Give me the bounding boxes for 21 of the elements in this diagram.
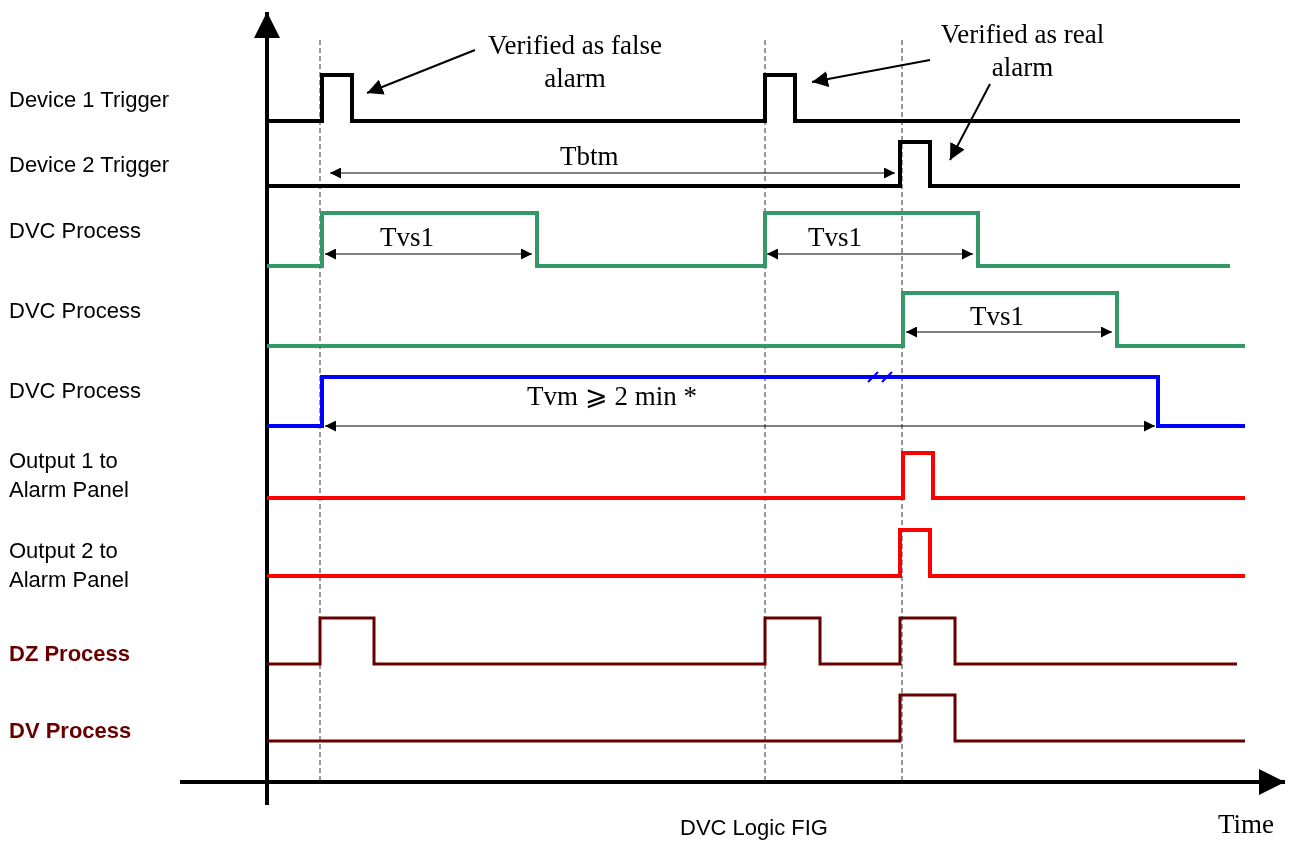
dimension-label: Tbtm: [560, 140, 619, 173]
callout-text: Verified as false alarm: [470, 29, 680, 95]
axis-label: Time: [1218, 808, 1275, 841]
figure-caption: DVC Logic FIG: [680, 814, 828, 842]
dimension-label: Tvs1: [808, 221, 862, 254]
signal-label: Device 1 Trigger: [9, 86, 170, 114]
signal-label: DV Process: [9, 717, 132, 745]
dimension-label: Tvm ⩾ 2 min *: [527, 380, 697, 413]
callout-text: Verified as real alarm: [920, 18, 1125, 84]
dimension-label: Tvs1: [970, 300, 1024, 333]
leader-arrow: [949, 83, 991, 161]
signal-label: DZ Process: [9, 640, 131, 668]
dimension-label: Tvs1: [380, 221, 434, 254]
signal-label: DVC Process: [9, 297, 142, 325]
signal-label: DVC Process: [9, 217, 142, 245]
signal-label: DVC Process: [9, 377, 142, 405]
signal-label: Device 2 Trigger: [9, 151, 170, 179]
signal-label: Output 2 to Alarm Panel: [9, 537, 130, 594]
leader-arrow: [811, 59, 931, 87]
leader-arrow: [366, 49, 476, 95]
signal-label: Output 1 to Alarm Panel: [9, 447, 130, 504]
